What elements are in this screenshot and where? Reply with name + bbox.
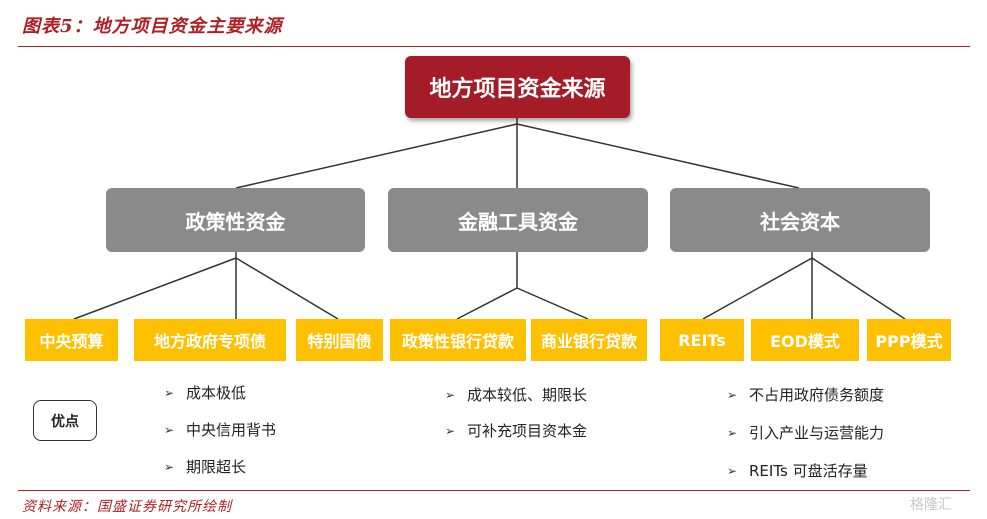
source-box-central-budget: 中央预算 — [25, 319, 118, 361]
top-rule — [18, 46, 970, 47]
list-item: ➢ 可补充项目资本金 — [445, 420, 587, 441]
root-box: 地方项目资金来源 — [405, 56, 630, 118]
advantages-label: 优点 — [33, 400, 97, 441]
sub-connector-3 — [702, 252, 906, 320]
bottom-rule — [18, 490, 970, 491]
advantage-text: 可补充项目资本金 — [467, 422, 588, 440]
figure-title: 图表5：地方项目资金主要来源 — [22, 16, 283, 37]
category-box-social-capital: 社会资本 — [670, 188, 930, 252]
arrowhead-bullet-icon: ➢ — [727, 463, 738, 478]
sub-connector-1 — [73, 252, 339, 320]
advantage-text: 成本极低 — [186, 384, 247, 402]
source-box-eod: EOD模式 — [751, 319, 859, 361]
source-box-ppp: PPP模式 — [867, 319, 951, 361]
advantage-text: 期限超长 — [186, 458, 247, 476]
source-note: 资料来源：国盛证券研究所绘制 — [22, 499, 232, 515]
category-box-financial-tools: 金融工具资金 — [388, 188, 648, 252]
sub-connector-2 — [456, 252, 589, 320]
list-item: ➢ 成本较低、期限长 — [445, 384, 587, 405]
list-item: ➢ 期限超长 — [164, 456, 246, 477]
list-item: ➢ REITs 可盘活存量 — [727, 460, 868, 481]
list-item: ➢ 中央信用背书 — [164, 419, 276, 440]
watermark-logo: 格隆汇 — [910, 497, 952, 513]
advantage-text: 成本较低、期限长 — [467, 386, 588, 404]
branch-line-1 — [235, 123, 518, 189]
source-box-policy-bank-loan: 政策性银行贷款 — [390, 319, 526, 361]
arrowhead-bullet-icon: ➢ — [164, 422, 175, 437]
list-item: ➢ 成本极低 — [164, 382, 246, 403]
source-box-commercial-bank-loan: 商业银行贷款 — [531, 319, 647, 361]
arrowhead-bullet-icon: ➢ — [445, 387, 456, 402]
advantage-text: 引入产业与运营能力 — [749, 424, 885, 442]
arrowhead-bullet-icon: ➢ — [164, 385, 175, 400]
list-item: ➢ 引入产业与运营能力 — [727, 422, 884, 443]
source-box-special-bond: 地方政府专项债 — [134, 319, 286, 361]
source-box-special-treasury: 特别国债 — [296, 319, 383, 361]
arrowhead-bullet-icon: ➢ — [164, 459, 175, 474]
arrowhead-bullet-icon: ➢ — [727, 387, 738, 402]
arrowhead-bullet-icon: ➢ — [727, 425, 738, 440]
category-box-policy: 政策性资金 — [106, 188, 365, 252]
advantage-text: 中央信用背书 — [186, 421, 277, 439]
arrowhead-bullet-icon: ➢ — [445, 423, 456, 438]
source-box-reits: REITs — [660, 319, 744, 361]
advantage-text: 不占用政府债务额度 — [749, 386, 885, 404]
branch-line-3 — [516, 123, 800, 189]
list-item: ➢ 不占用政府债务额度 — [727, 384, 884, 405]
advantage-text: REITs 可盘活存量 — [749, 462, 868, 480]
